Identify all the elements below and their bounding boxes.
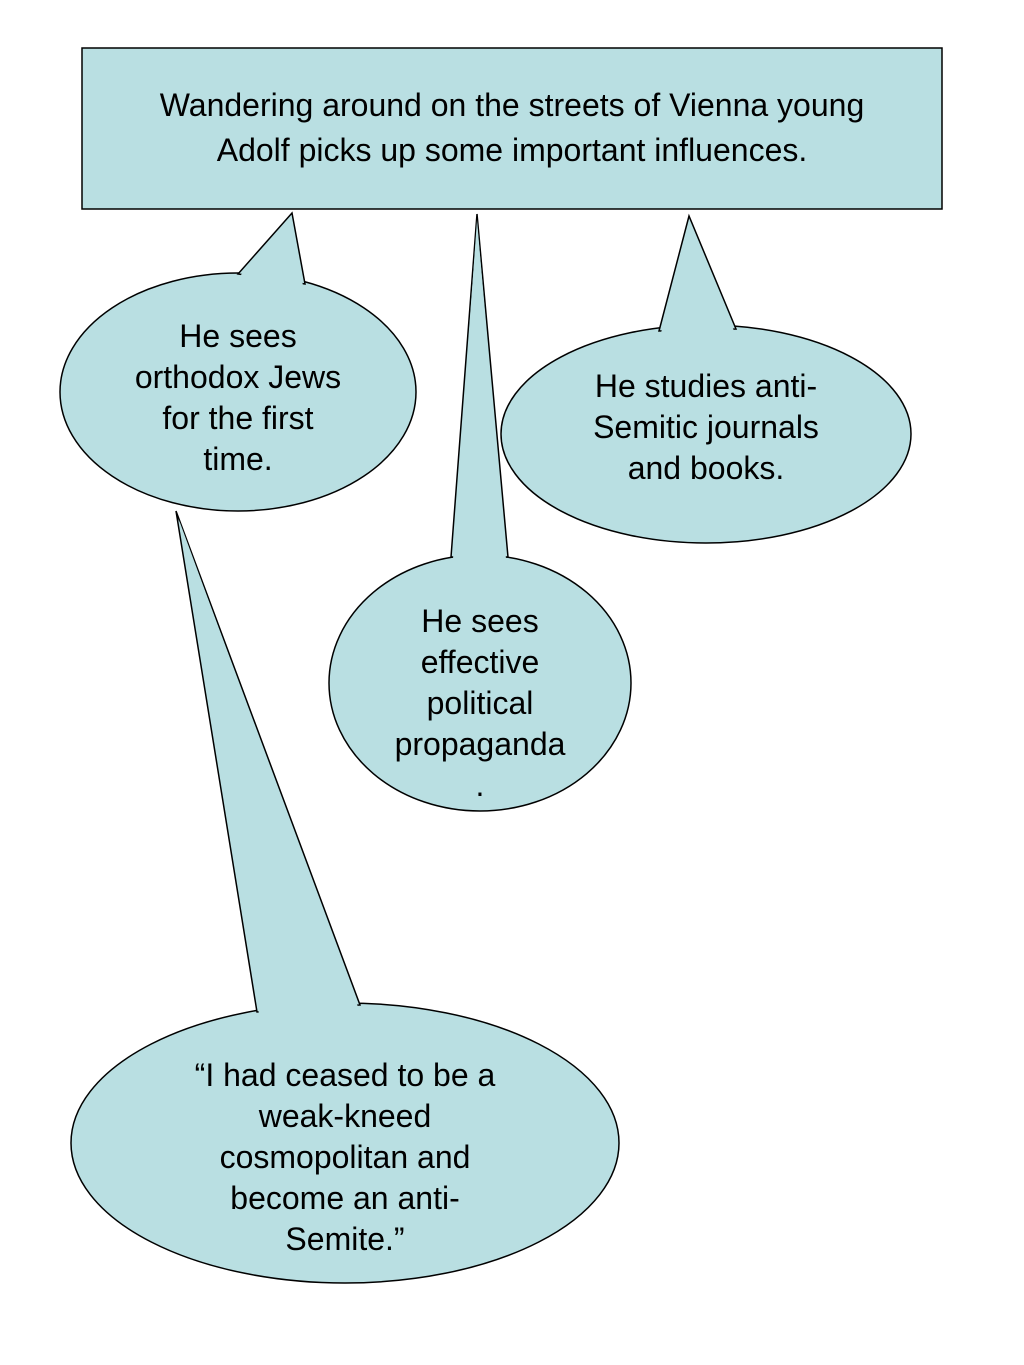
title-text: Wandering around on the streets of Vienn… xyxy=(159,87,865,168)
callout-bubble-propaganda xyxy=(328,213,632,812)
bubble-orthodox-jews-text: He sees orthodox Jews for the first time… xyxy=(134,318,342,477)
callout-bubble-journals xyxy=(500,213,912,544)
bubble-journals-text: He studies anti- Semitic journals and bo… xyxy=(593,367,819,486)
bubble-quote-text: “I had ceased to be a weak-kneed cosmopo… xyxy=(194,1056,496,1257)
callout-bubble-quote xyxy=(70,510,620,1284)
title-box xyxy=(81,47,943,210)
callout-bubble-orthodox-jews xyxy=(59,211,417,512)
bubble-propaganda-text: He sees effective political propaganda . xyxy=(394,602,566,803)
